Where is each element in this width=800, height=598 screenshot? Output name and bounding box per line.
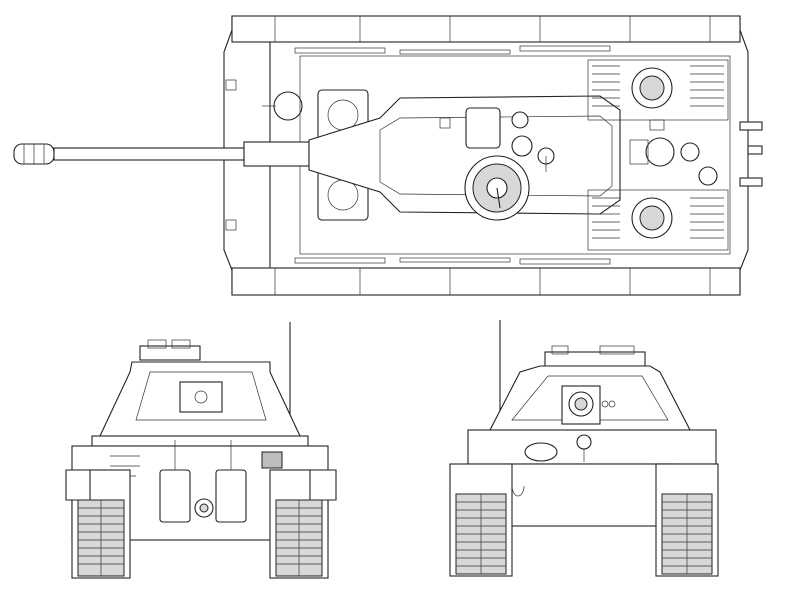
gun-barrel [53,147,245,161]
exhaust-pipe-upper [739,121,763,131]
turret [308,95,621,215]
fender-tools [294,45,611,265]
front-track-right [655,463,719,577]
front-track-left [449,463,513,577]
loader-hatch [465,107,501,149]
rear-track-right [269,469,329,579]
rear-track-left [71,469,131,579]
engine-deck [587,59,729,251]
gun-mantlet [243,141,310,167]
top-view [13,15,763,296]
engine-access-hatch [645,137,675,167]
driver-vision-port [273,91,303,121]
turret-roof-fittings [139,345,201,361]
lower-hull-front [509,463,675,527]
main-gun [13,141,310,167]
fender-bottom [231,267,741,296]
jack-box [261,451,283,469]
driver-visor [524,442,558,462]
rear-view [65,322,337,579]
exhaust-right [215,469,247,523]
glacis-plate [467,429,717,465]
exhaust-pipe-lower [739,177,763,187]
hull-deck-rear [91,435,309,447]
fender-top [231,15,741,43]
headlight [576,434,592,450]
exhaust-left [159,469,191,523]
front-view [449,320,719,577]
turret-rear-hatch [179,381,223,413]
fender-segment-lines [274,16,711,295]
